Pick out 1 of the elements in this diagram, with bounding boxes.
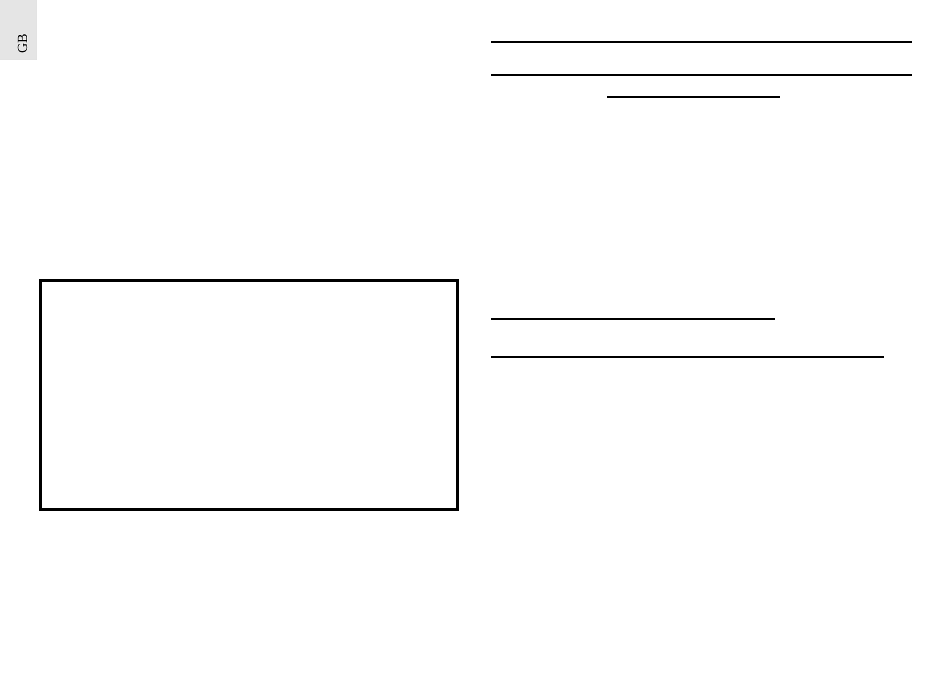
language-label: GB [17,34,31,53]
